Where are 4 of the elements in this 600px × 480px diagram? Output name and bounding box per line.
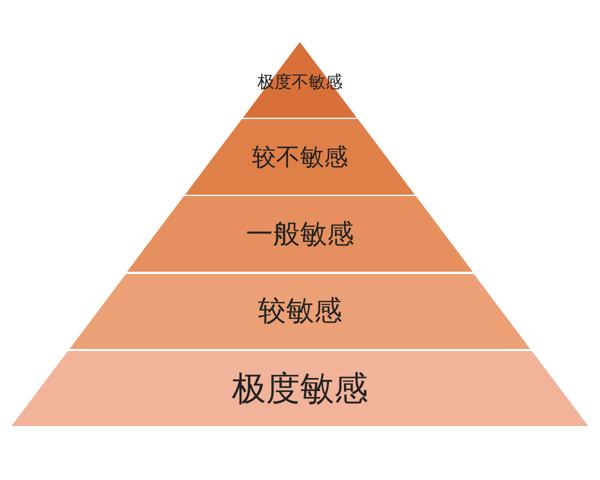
- level-label: 较敏感: [258, 293, 342, 330]
- level-label: 极度敏感: [232, 368, 368, 411]
- level-label: 一般敏感: [246, 218, 354, 252]
- level-label: 较不敏感: [252, 142, 348, 174]
